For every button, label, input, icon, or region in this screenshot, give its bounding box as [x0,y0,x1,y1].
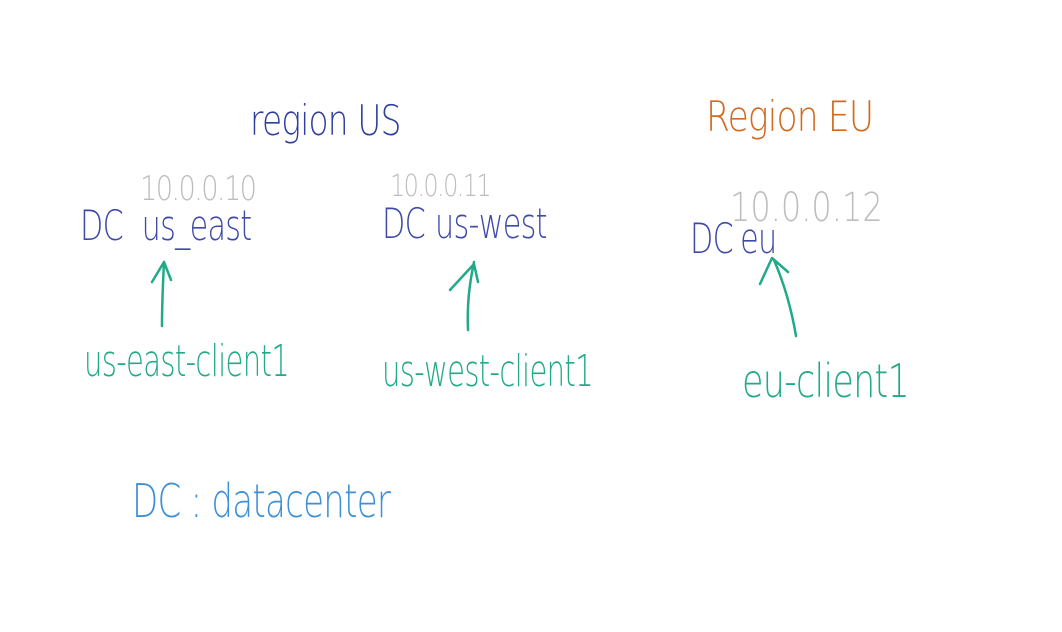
ip-us-east: 10.0.0.10 [140,169,257,209]
dc-prefix: DC [80,201,124,250]
region-us-label: region US [250,96,401,145]
ip-us-west: 10.0.0.11 [390,169,492,204]
client-us-west: us-west-client1 [382,346,594,397]
ip-eu: 10.0.0.12 [730,185,883,231]
dc-name: eu [740,214,777,263]
arrow-us-east [150,260,173,328]
dc-prefix: DC [382,199,426,248]
client-us-east: us-east-client1 [84,336,290,387]
region-eu-label: Region EU [706,92,874,141]
arrow-eu [758,256,798,338]
client-arrows [150,256,798,338]
client-eu: eu-client1 [742,354,910,408]
dc-name: us_east [141,201,252,250]
legend-text: DC : datacenter [132,474,391,528]
dc-prefix: DC [690,214,734,263]
arrow-us-west [448,260,480,332]
dc-name: us-west [435,199,547,248]
